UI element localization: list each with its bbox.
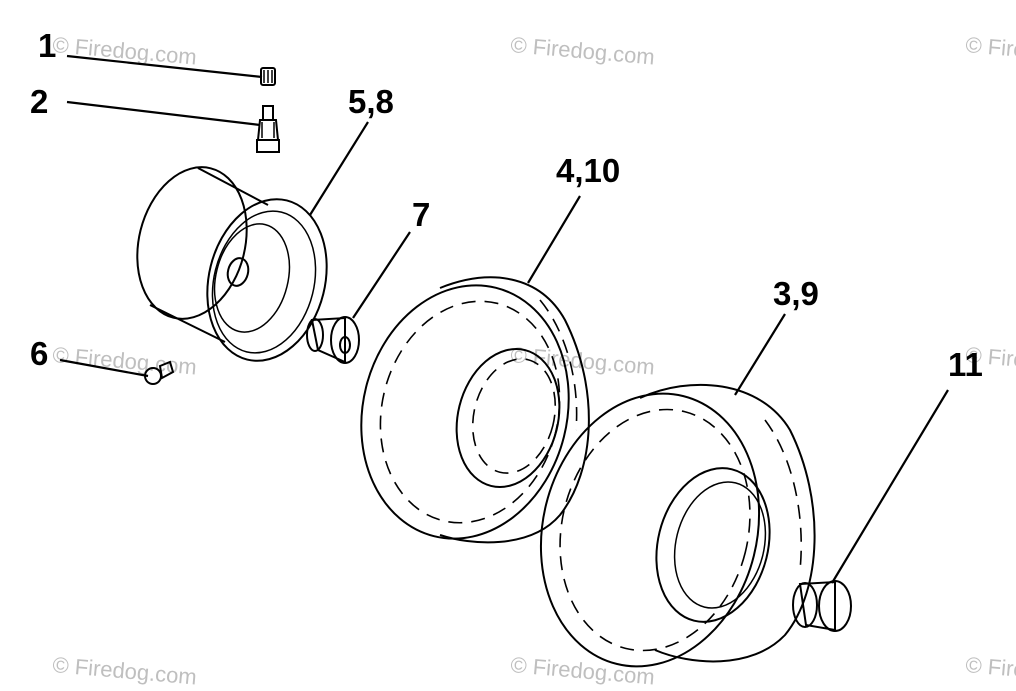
leader-7	[352, 231, 411, 319]
callout-1: 1	[38, 27, 56, 64]
callout-3-9: 3,9	[773, 275, 819, 312]
watermark-9: © Firedog.com	[965, 652, 1016, 690]
part-valve-stem	[256, 105, 280, 153]
watermark-8: © Firedog.com	[510, 652, 656, 690]
callout-7: 7	[412, 196, 430, 233]
part-wheel-rim	[136, 166, 328, 362]
watermark-3: © Firedog.com	[965, 32, 1016, 70]
part-hub-cap	[792, 580, 852, 632]
callout-2: 2	[30, 83, 48, 120]
leader-3-9	[734, 313, 786, 396]
watermarks: © Firedog.com © Firedog.com © Firedog.co…	[52, 32, 1016, 690]
part-valve-cap	[260, 67, 276, 86]
callout-4-10: 4,10	[556, 152, 620, 189]
leader-4-10	[527, 195, 581, 284]
leader-2	[66, 100, 261, 127]
leader-5-8	[309, 121, 369, 216]
leader-1	[66, 54, 263, 79]
leader-6	[59, 358, 149, 378]
watermark-1: © Firedog.com	[52, 32, 198, 70]
part-tire-small	[360, 276, 590, 544]
watermark-7: © Firedog.com	[52, 652, 198, 690]
leader-lines	[59, 54, 949, 584]
watermark-4: © Firedog.com	[52, 342, 198, 380]
watermark-2: © Firedog.com	[510, 32, 656, 70]
callout-5-8: 5,8	[348, 83, 394, 120]
callout-6: 6	[30, 335, 48, 372]
part-tire-large	[539, 383, 816, 668]
callout-11: 11	[948, 346, 983, 383]
callout-labels: 1 2 5,8 7 4,10 3,9 6 11	[30, 27, 983, 383]
part-bushing	[306, 316, 360, 364]
leader-11	[831, 389, 949, 584]
